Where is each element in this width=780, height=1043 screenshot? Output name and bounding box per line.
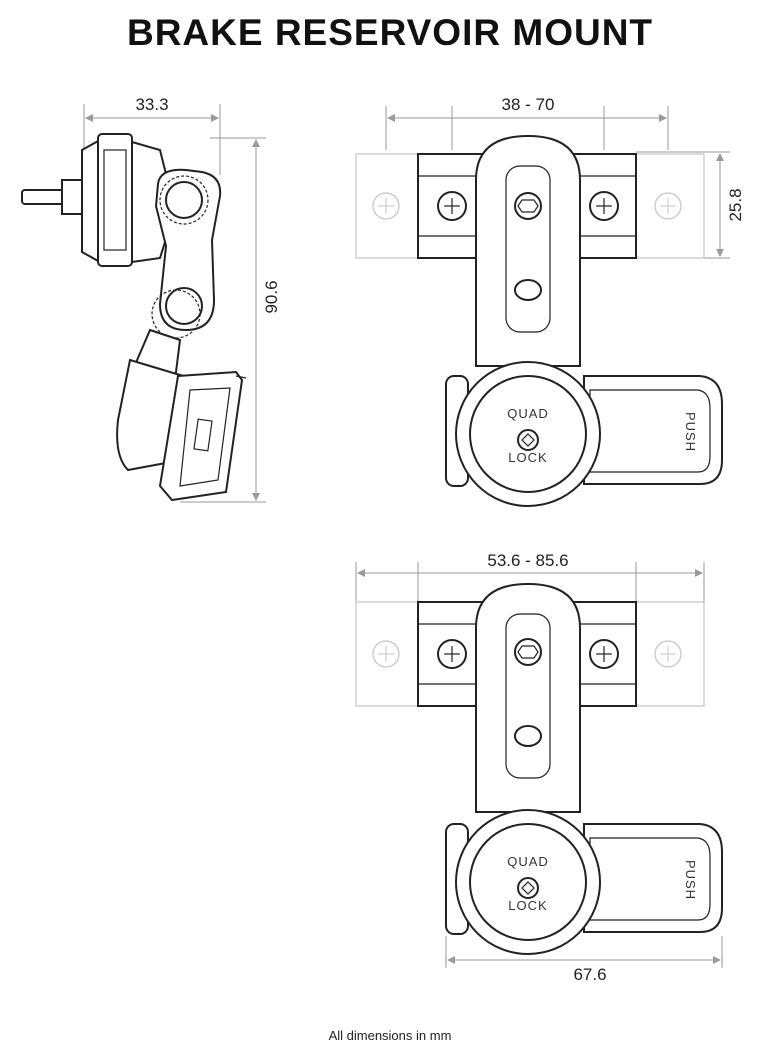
- hex-head: [517, 645, 539, 659]
- side-width-label: 33.3: [135, 95, 168, 114]
- lower-bolt: [514, 725, 542, 747]
- pin-collar: [61, 179, 85, 215]
- hex-bolt: [514, 192, 542, 220]
- hex-head: [517, 199, 539, 213]
- cradle-inner: [179, 387, 231, 487]
- push-lever: [583, 823, 723, 933]
- top2-bottom-width-label: 67.6: [573, 965, 606, 984]
- top1-height-label: 25.8: [726, 188, 745, 221]
- top-view-1: 38 - 70 25.8 PUSH QUAD: [355, 95, 745, 507]
- side-height-label: 90.6: [262, 280, 281, 313]
- footer-note: All dimensions in mm: [328, 1028, 452, 1043]
- cradle-lip: [235, 375, 247, 379]
- quadlock-center-button[interactable]: [517, 429, 539, 451]
- push-lever: [583, 375, 723, 485]
- center-diamond-icon: [521, 881, 535, 895]
- arm-body: [475, 134, 581, 367]
- hex-bolt: [514, 638, 542, 666]
- push-label[interactable]: PUSH: [683, 412, 698, 452]
- quadlock-logo-bottom: LOCK: [508, 450, 547, 465]
- push-label[interactable]: PUSH: [683, 860, 698, 900]
- quadlock-logo-bottom: LOCK: [508, 898, 547, 913]
- quadlock-logo-top: QUAD: [507, 854, 549, 869]
- top1-range-label: 38 - 70: [502, 95, 555, 114]
- pivot-hole-upper: [165, 181, 203, 219]
- lower-bolt: [514, 279, 542, 301]
- quadlock-logo-top: QUAD: [507, 406, 549, 421]
- arm-body: [475, 582, 581, 813]
- knurled-knob-upper: [159, 175, 209, 225]
- arm-slot: [505, 613, 551, 779]
- side-view: 33.3 90.6: [21, 95, 281, 503]
- top2-range-label: 53.6 - 85.6: [487, 551, 568, 570]
- arm-slot: [505, 165, 551, 333]
- clamp-inner: [103, 149, 127, 251]
- quadlock-center-button[interactable]: [517, 877, 539, 899]
- phone-cradle-plate: [158, 370, 244, 502]
- top-view-2: 53.6 - 85.6 PUSH QUAD LOCK 67.6: [355, 551, 723, 984]
- pivot-hole-lower: [165, 287, 203, 325]
- cradle-slot: [193, 418, 213, 452]
- page-title: BRAKE RESERVOIR MOUNT: [126, 12, 654, 53]
- center-diamond-icon: [521, 433, 535, 447]
- clamp-body: [97, 133, 133, 267]
